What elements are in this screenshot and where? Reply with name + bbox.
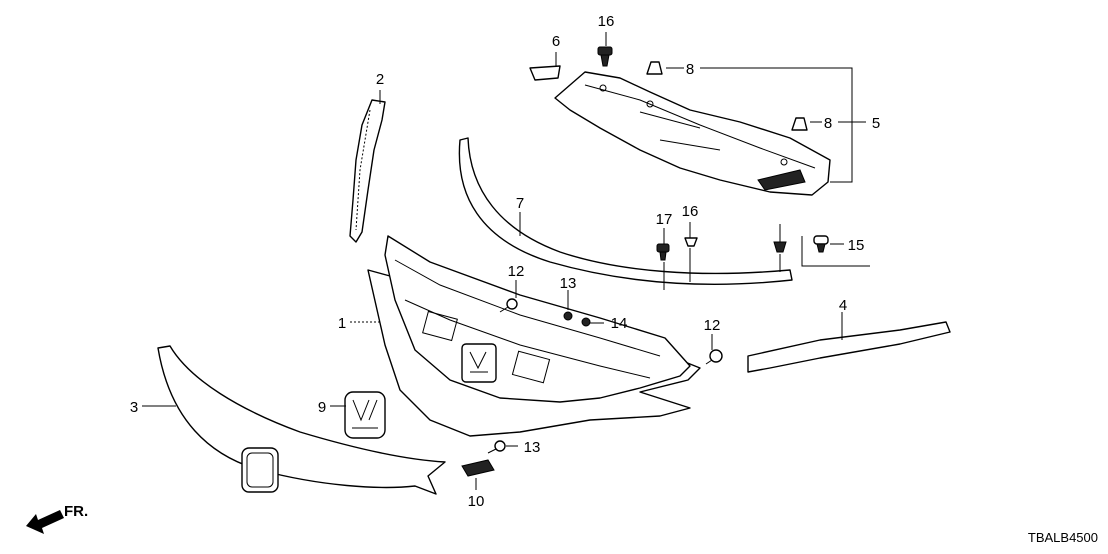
callout-11: 12 xyxy=(704,317,721,334)
callout-1: 1 xyxy=(338,315,346,332)
leader-lines xyxy=(142,32,870,490)
nut-13-upper xyxy=(563,311,573,321)
callout-12-lower: 13 xyxy=(524,439,541,456)
front-direction-label: FR. xyxy=(64,503,88,520)
callout-14: 15 xyxy=(848,237,865,254)
upper-cover-panel xyxy=(554,71,831,196)
callout-13-lower: 14 xyxy=(611,315,628,332)
clip-16-lower xyxy=(656,243,670,261)
callout-16-top: 16 xyxy=(598,13,615,30)
nut-13-lower xyxy=(581,317,591,327)
callout-9: 9 xyxy=(318,399,326,416)
callout-2: 2 xyxy=(376,71,384,88)
grommet-8-lower xyxy=(791,117,808,131)
callout-6: 6 xyxy=(552,33,560,50)
callout-12-upper: 12 xyxy=(508,263,525,280)
callout-13-upper: 13 xyxy=(560,275,577,292)
callout-7: 7 xyxy=(516,195,524,212)
screw-11 xyxy=(705,349,723,365)
clip-15 xyxy=(684,237,698,247)
clip-16-top xyxy=(597,46,613,67)
callout-15: 16 xyxy=(682,203,699,220)
screw-12-lower xyxy=(487,440,506,454)
callout-3: 3 xyxy=(130,399,138,416)
clip-17 xyxy=(773,241,787,253)
screw-12-upper xyxy=(499,298,518,313)
callout-10: 10 xyxy=(468,493,485,510)
diagram-code: TBALB4500 xyxy=(1028,530,1098,545)
clip-14 xyxy=(813,235,829,253)
callout-8-lower: 8 xyxy=(824,115,832,132)
emblem xyxy=(344,391,386,439)
clip-10 xyxy=(461,459,495,477)
seal-strip xyxy=(458,137,793,285)
side-molding xyxy=(747,321,951,373)
front-direction-arrow: FR. xyxy=(26,503,88,534)
callout-8-upper: 8 xyxy=(686,61,694,78)
side-bracket xyxy=(349,99,386,243)
lower-garnish xyxy=(157,345,446,495)
grille-frame xyxy=(367,235,701,437)
callout-16-lower: 17 xyxy=(656,211,673,228)
callout-5: 5 xyxy=(872,115,880,132)
callout-4: 4 xyxy=(839,297,847,314)
grommet-8-upper xyxy=(646,61,663,75)
label-tag xyxy=(529,65,561,81)
